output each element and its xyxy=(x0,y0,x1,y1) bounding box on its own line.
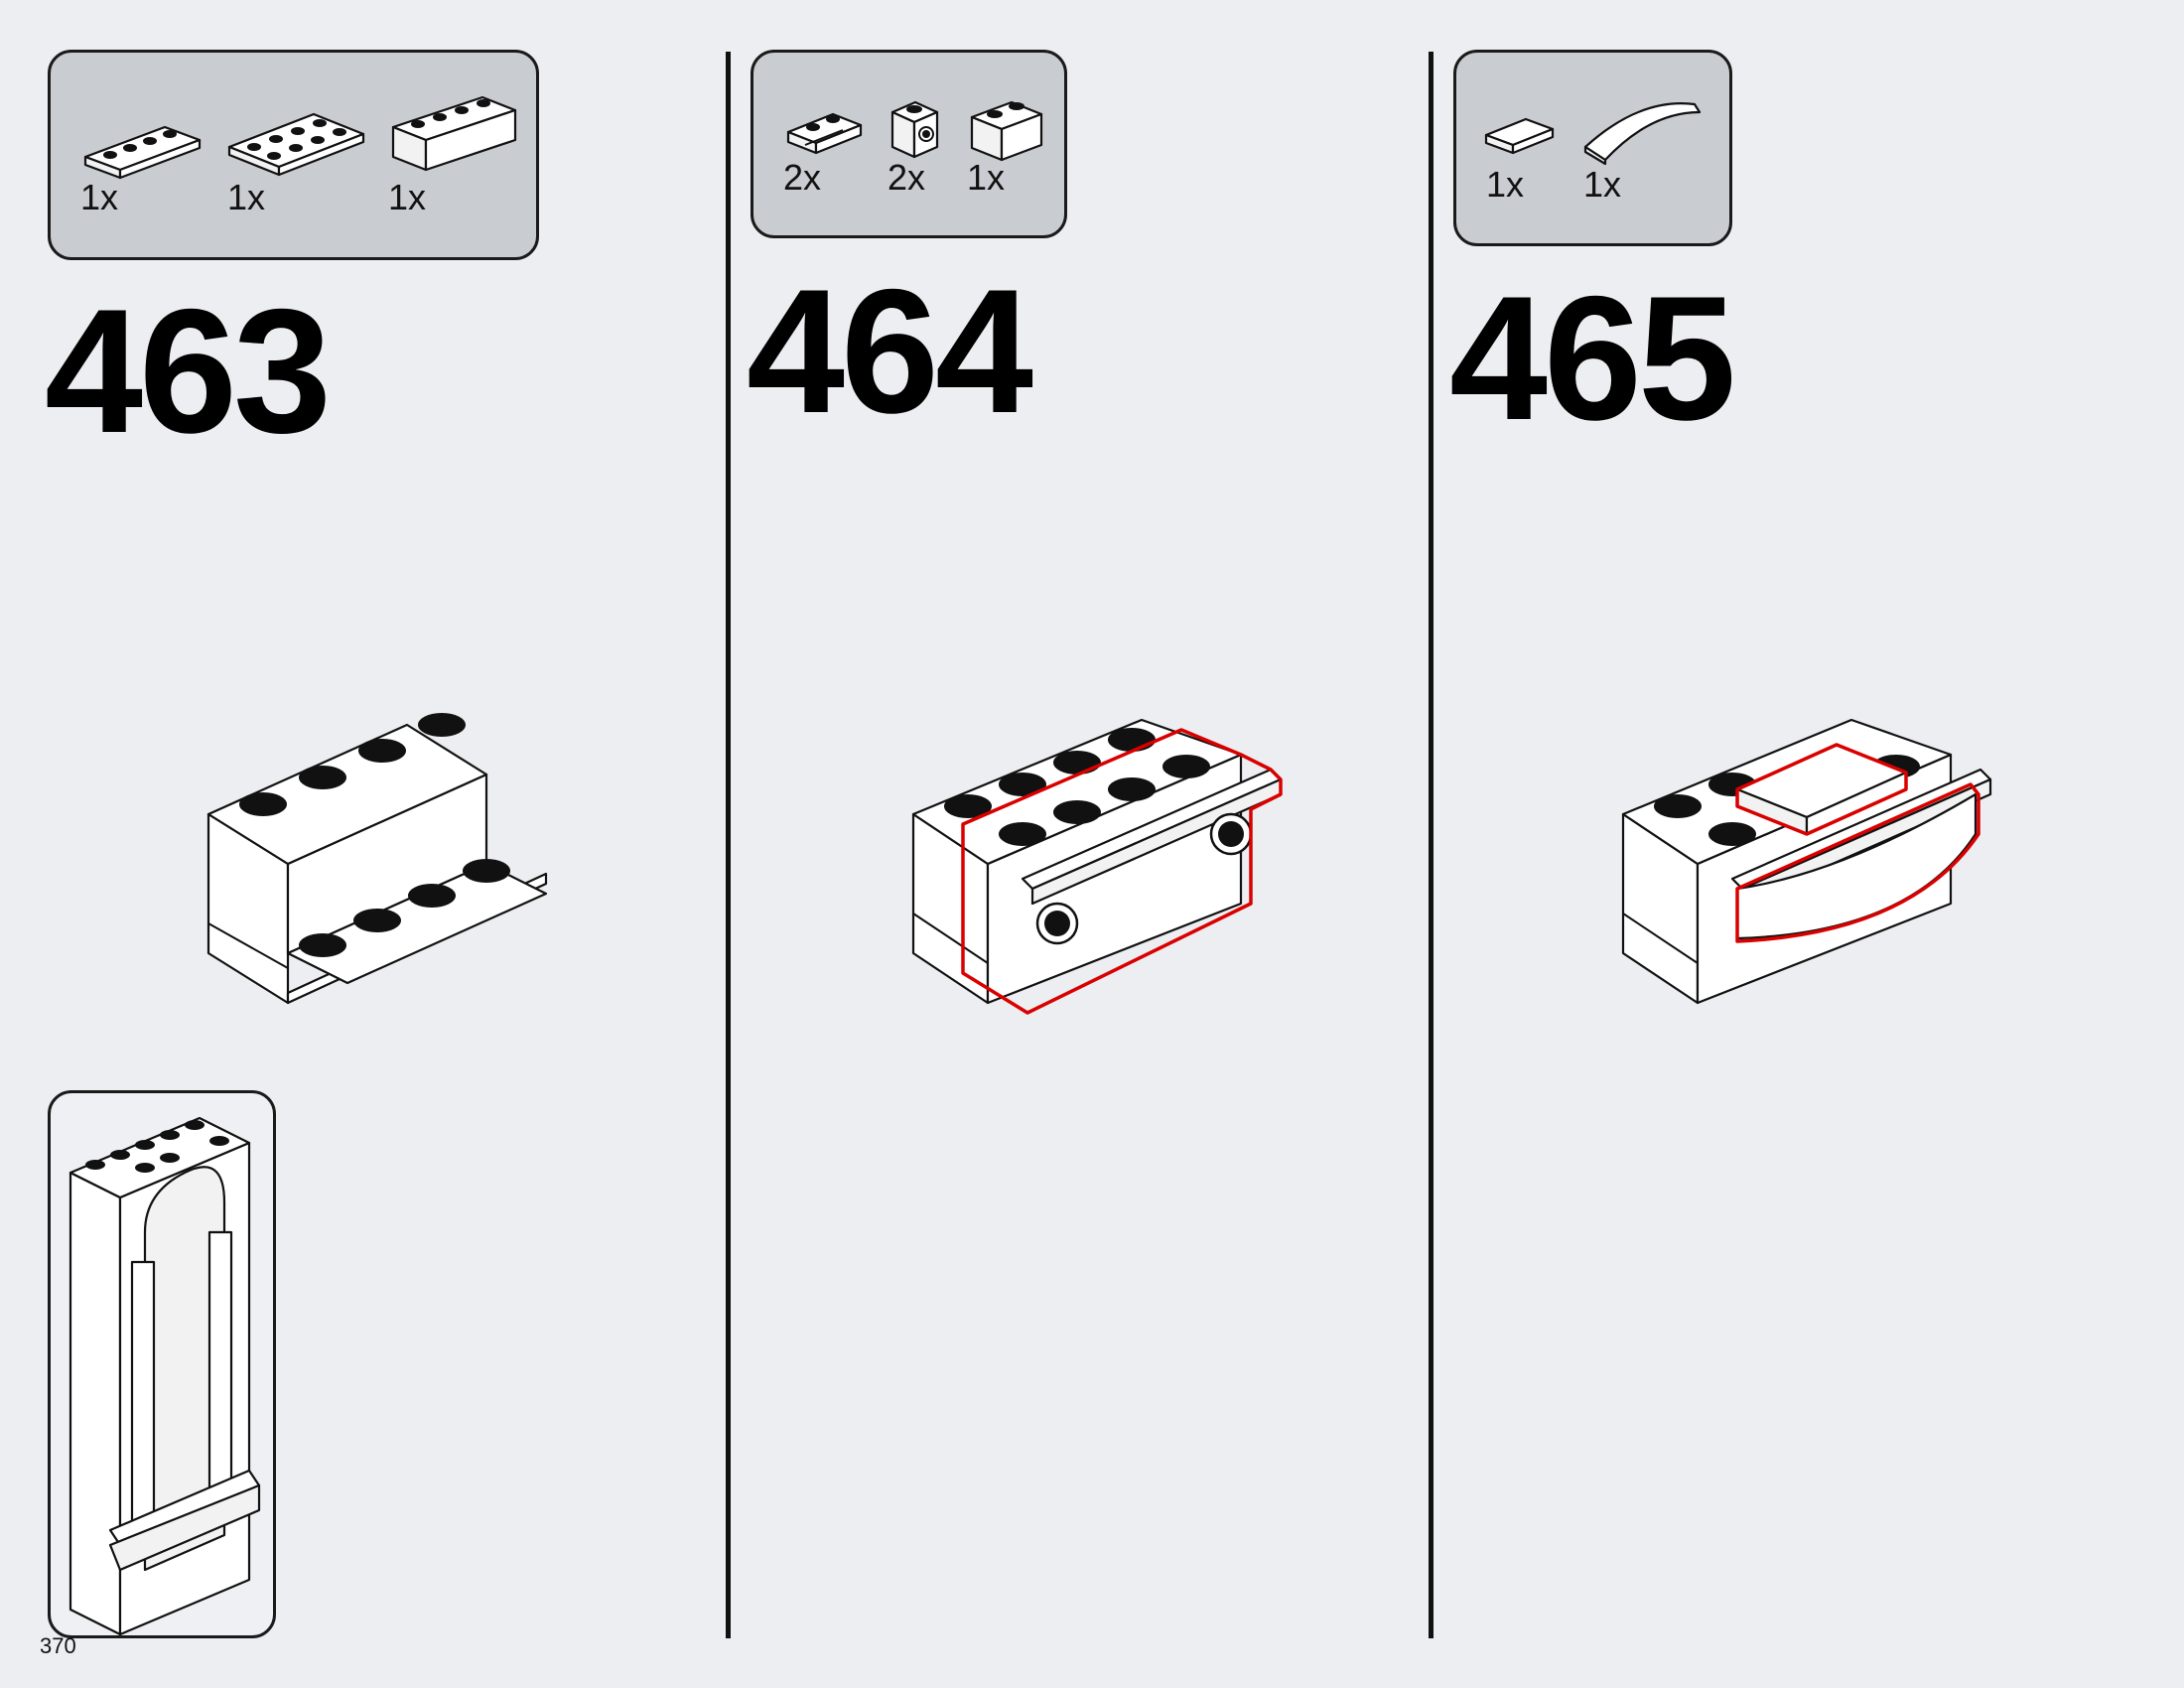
step-463-model xyxy=(206,713,548,1005)
brick-1x4-icon xyxy=(391,95,517,172)
part-quantity: 1x xyxy=(227,177,266,217)
step-divider xyxy=(726,52,731,1638)
brick-1x2-icon xyxy=(970,100,1043,162)
part-quantity: 1x xyxy=(80,177,119,217)
part-quantity: 1x xyxy=(388,177,427,217)
step-465-model xyxy=(1621,718,1992,1005)
curved-slope-1x4-icon xyxy=(1583,102,1702,166)
plate-1x2-with-rail-icon xyxy=(786,112,863,155)
page-number: 370 xyxy=(40,1633,76,1658)
parts-callout-464: 2x 2x 1x xyxy=(751,50,1067,238)
plate-1x4-icon xyxy=(83,125,202,180)
step-464-model xyxy=(911,718,1283,1015)
part-quantity: 2x xyxy=(887,157,926,198)
parts-callout-463: 1x 2x 1x 1x xyxy=(48,50,539,260)
step-number-465: 465 xyxy=(1449,259,1736,457)
window-arch-subassembly xyxy=(68,1116,261,1635)
part-quantity: 1x xyxy=(1583,164,1622,205)
brick-1x1-with-stud-side-icon xyxy=(890,100,939,159)
step-number-464: 464 xyxy=(747,252,1033,450)
plate-2x4-icon xyxy=(227,112,365,177)
part-quantity: 1x xyxy=(1486,164,1525,205)
subassembly-preview xyxy=(48,1090,276,1638)
step-number-463: 463 xyxy=(45,272,332,470)
part-quantity: 1x xyxy=(967,157,1006,198)
part-quantity: 2x xyxy=(783,157,822,198)
parts-callout-465: 1x 1x xyxy=(1453,50,1732,246)
tile-1x2-icon xyxy=(1484,117,1555,155)
step-divider xyxy=(1429,52,1433,1638)
